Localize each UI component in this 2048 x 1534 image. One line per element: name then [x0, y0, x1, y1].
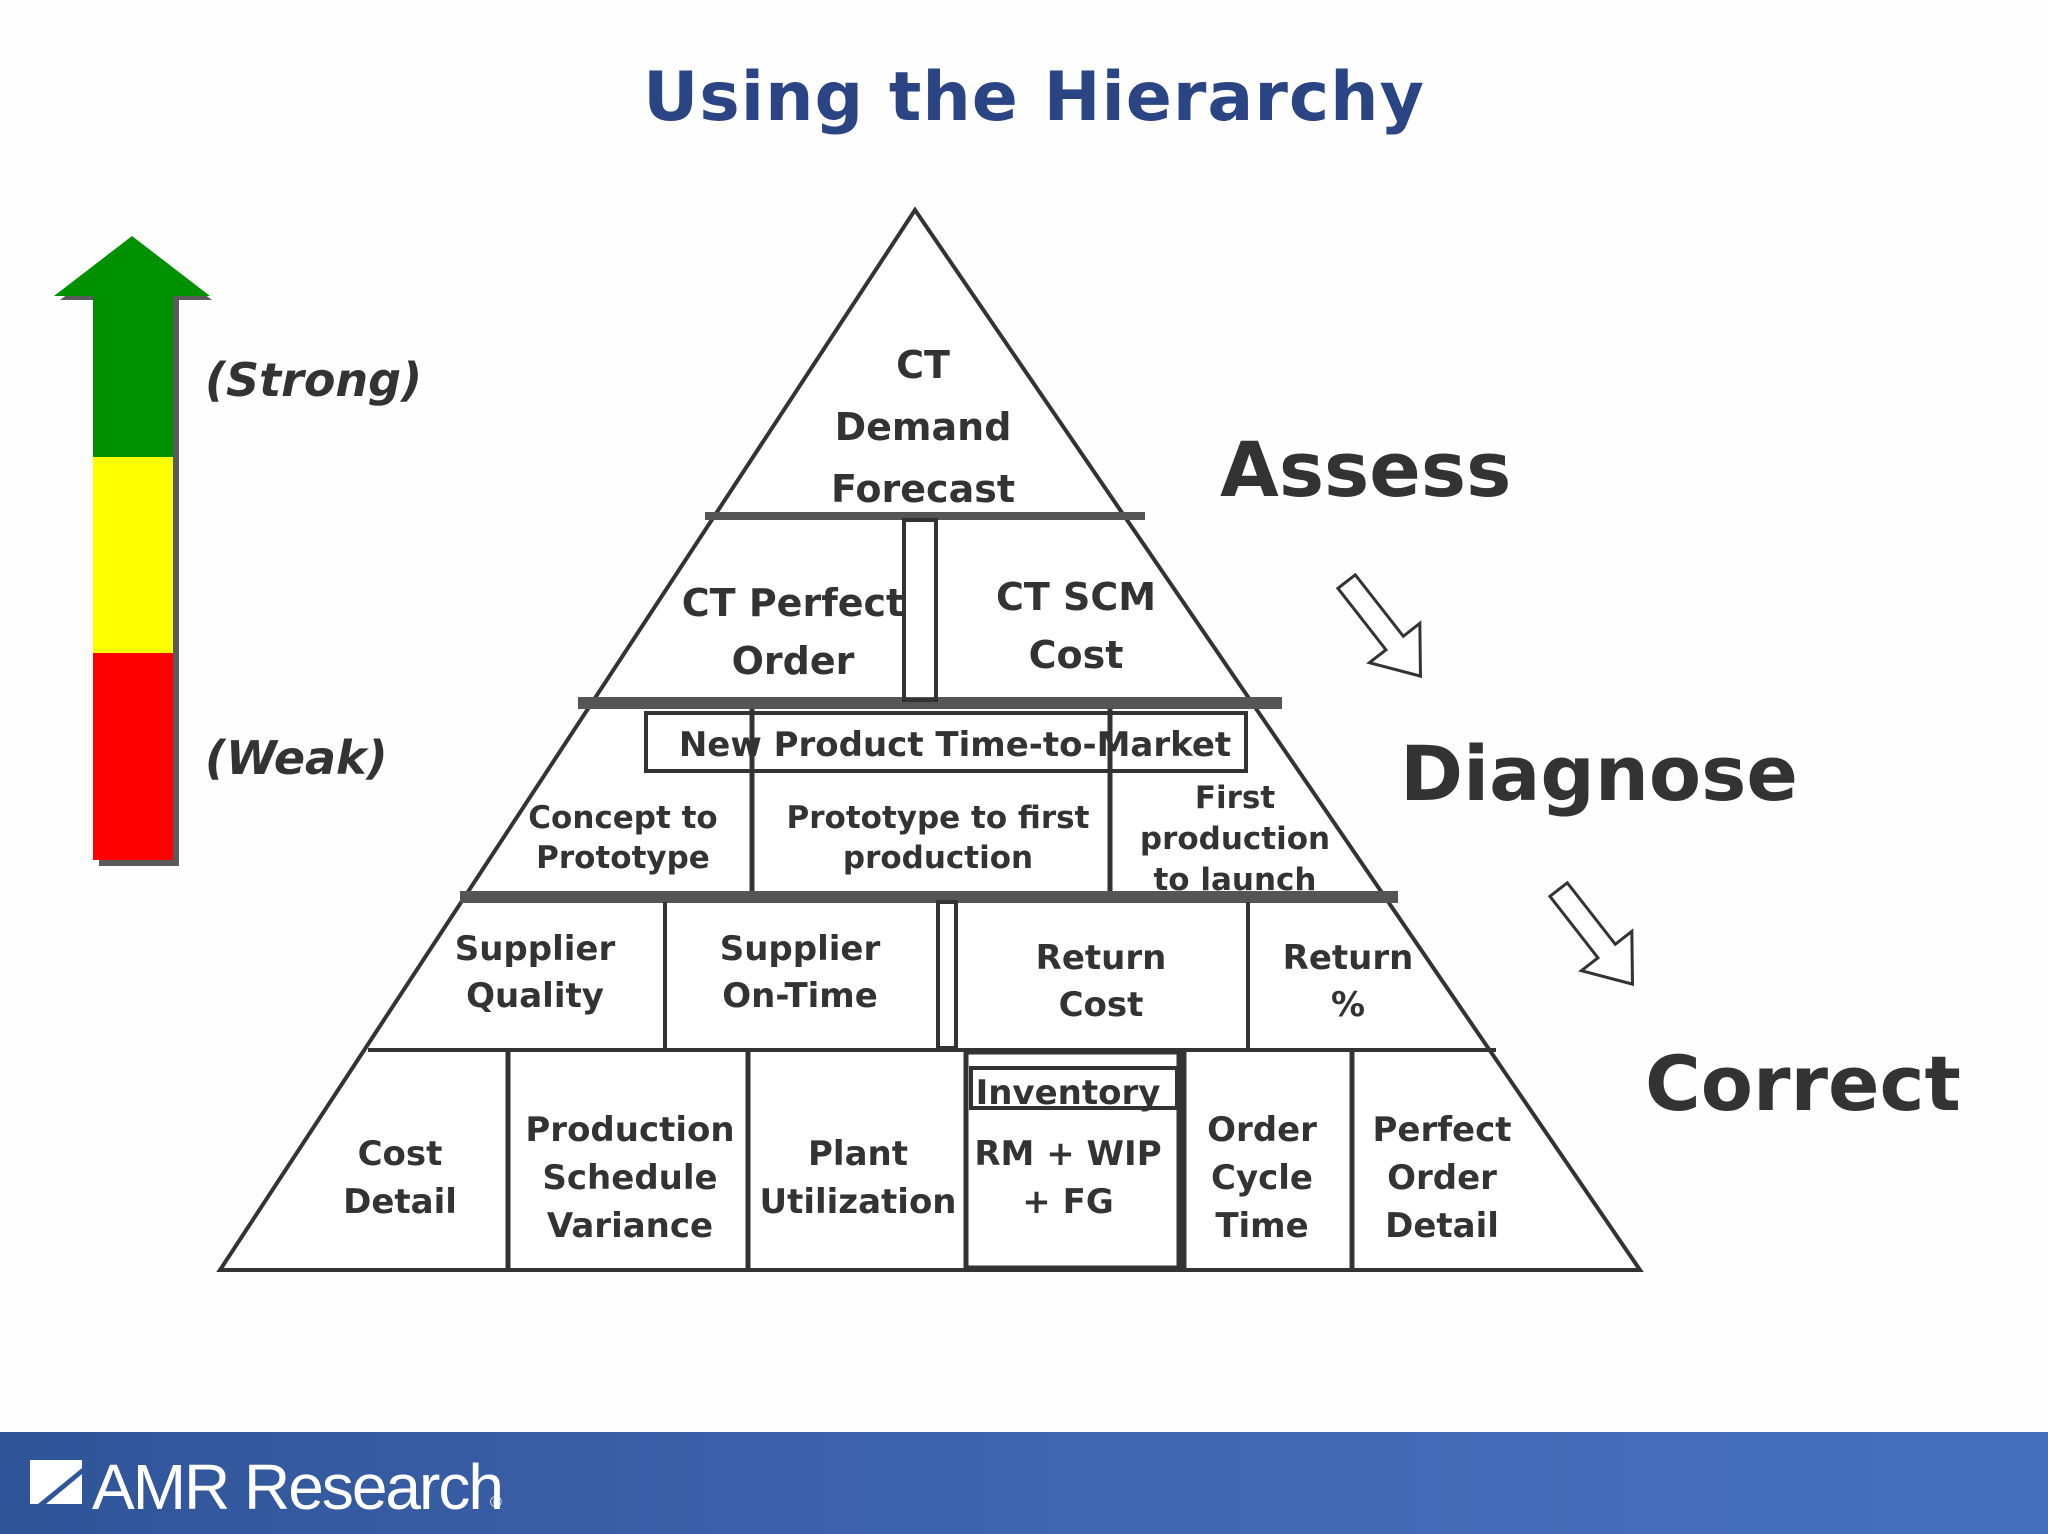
- ct-scm-cost-line1: CT SCM: [996, 575, 1156, 619]
- plant-utilization-line1: Plant: [808, 1134, 908, 1174]
- perfect-order-detail-line2: Order: [1387, 1158, 1497, 1198]
- strength-scale: [54, 236, 212, 866]
- perfect-order-detail-line3: Detail: [1385, 1206, 1499, 1246]
- scale-label-strong: (Strong): [205, 353, 422, 407]
- ct-perfect-order-line1: CT Perfect: [682, 581, 904, 625]
- arrow-up-icon: [54, 236, 210, 296]
- brand-name: AMR Research: [92, 1451, 504, 1523]
- concept-to-prototype-line2: Prototype: [536, 840, 710, 876]
- first-production-to-launch-line3: to launch: [1153, 862, 1316, 898]
- return-pct-line1: Return: [1283, 938, 1414, 978]
- stage-assess: Assess: [1220, 425, 1511, 514]
- first-production-to-launch-line1: First: [1195, 780, 1276, 816]
- order-cycle-time-line3: Time: [1215, 1206, 1308, 1246]
- pyramid-dividers: [368, 512, 1496, 1271]
- scale-band-medium: [93, 457, 173, 653]
- production-schedule-variance-line1: Production: [525, 1110, 734, 1150]
- slide-title: Using the Hierarchy: [643, 58, 1425, 137]
- supplier-quality-line2: Quality: [466, 976, 604, 1016]
- ct-demand-forecast-line1: CT: [896, 343, 950, 387]
- return-cost-line1: Return: [1036, 938, 1167, 978]
- plant-utilization-line2: Utilization: [759, 1182, 956, 1222]
- stage-diagnose: Diagnose: [1400, 729, 1798, 818]
- amr-logo-icon: [30, 1460, 82, 1504]
- concept-to-prototype-line1: Concept to: [528, 800, 717, 836]
- inventory-line1: RM + WIP: [974, 1134, 1161, 1174]
- cost-detail-line2: Detail: [343, 1182, 457, 1222]
- supplier-on-time-line2: On-Time: [722, 976, 878, 1016]
- first-production-to-launch-line2: production: [1140, 821, 1330, 857]
- new-product-time-to-market: New Product Time-to-Market: [679, 725, 1231, 765]
- footer-bar: AMR Research ®: [0, 1432, 2048, 1534]
- return-pct-line2: %: [1331, 985, 1365, 1025]
- ct-perfect-order-line2: Order: [732, 639, 855, 683]
- inventory-line2: + FG: [1022, 1182, 1113, 1222]
- supplier-quality-line1: Supplier: [455, 929, 616, 969]
- order-cycle-time-line1: Order: [1207, 1110, 1317, 1150]
- registered-mark: ®: [490, 1494, 502, 1511]
- ct-demand-forecast-line2: Demand: [835, 405, 1012, 449]
- hierarchy-diagram: (Strong) (Weak) CT Demand Forecast: [54, 206, 1961, 1272]
- inventory-header: Inventory: [976, 1073, 1161, 1113]
- scale-band-strong: [93, 292, 173, 457]
- arrow-down-right-icon: [1335, 572, 1423, 679]
- ct-scm-cost-line2: Cost: [1029, 633, 1124, 677]
- order-cycle-time-line2: Cycle: [1211, 1158, 1313, 1198]
- ct-demand-forecast-line3: Forecast: [831, 467, 1015, 511]
- supplier-on-time-line1: Supplier: [720, 929, 881, 969]
- prototype-to-first-production-line1: Prototype to first: [787, 800, 1090, 836]
- arrow-down-right-icon: [1547, 880, 1635, 987]
- new-product-header-box: [644, 711, 1248, 773]
- stage-correct: Correct: [1645, 1039, 1961, 1128]
- scale-label-weak: (Weak): [205, 731, 388, 785]
- perfect-order-detail-line1: Perfect: [1372, 1110, 1511, 1150]
- return-cost-line2: Cost: [1059, 985, 1144, 1025]
- prototype-to-first-production-line2: production: [843, 840, 1033, 876]
- production-schedule-variance-line3: Variance: [547, 1206, 713, 1246]
- production-schedule-variance-line2: Schedule: [542, 1158, 717, 1198]
- cost-detail-line1: Cost: [358, 1134, 443, 1174]
- scale-band-weak: [93, 653, 173, 860]
- inventory-header-box: [969, 1066, 1179, 1110]
